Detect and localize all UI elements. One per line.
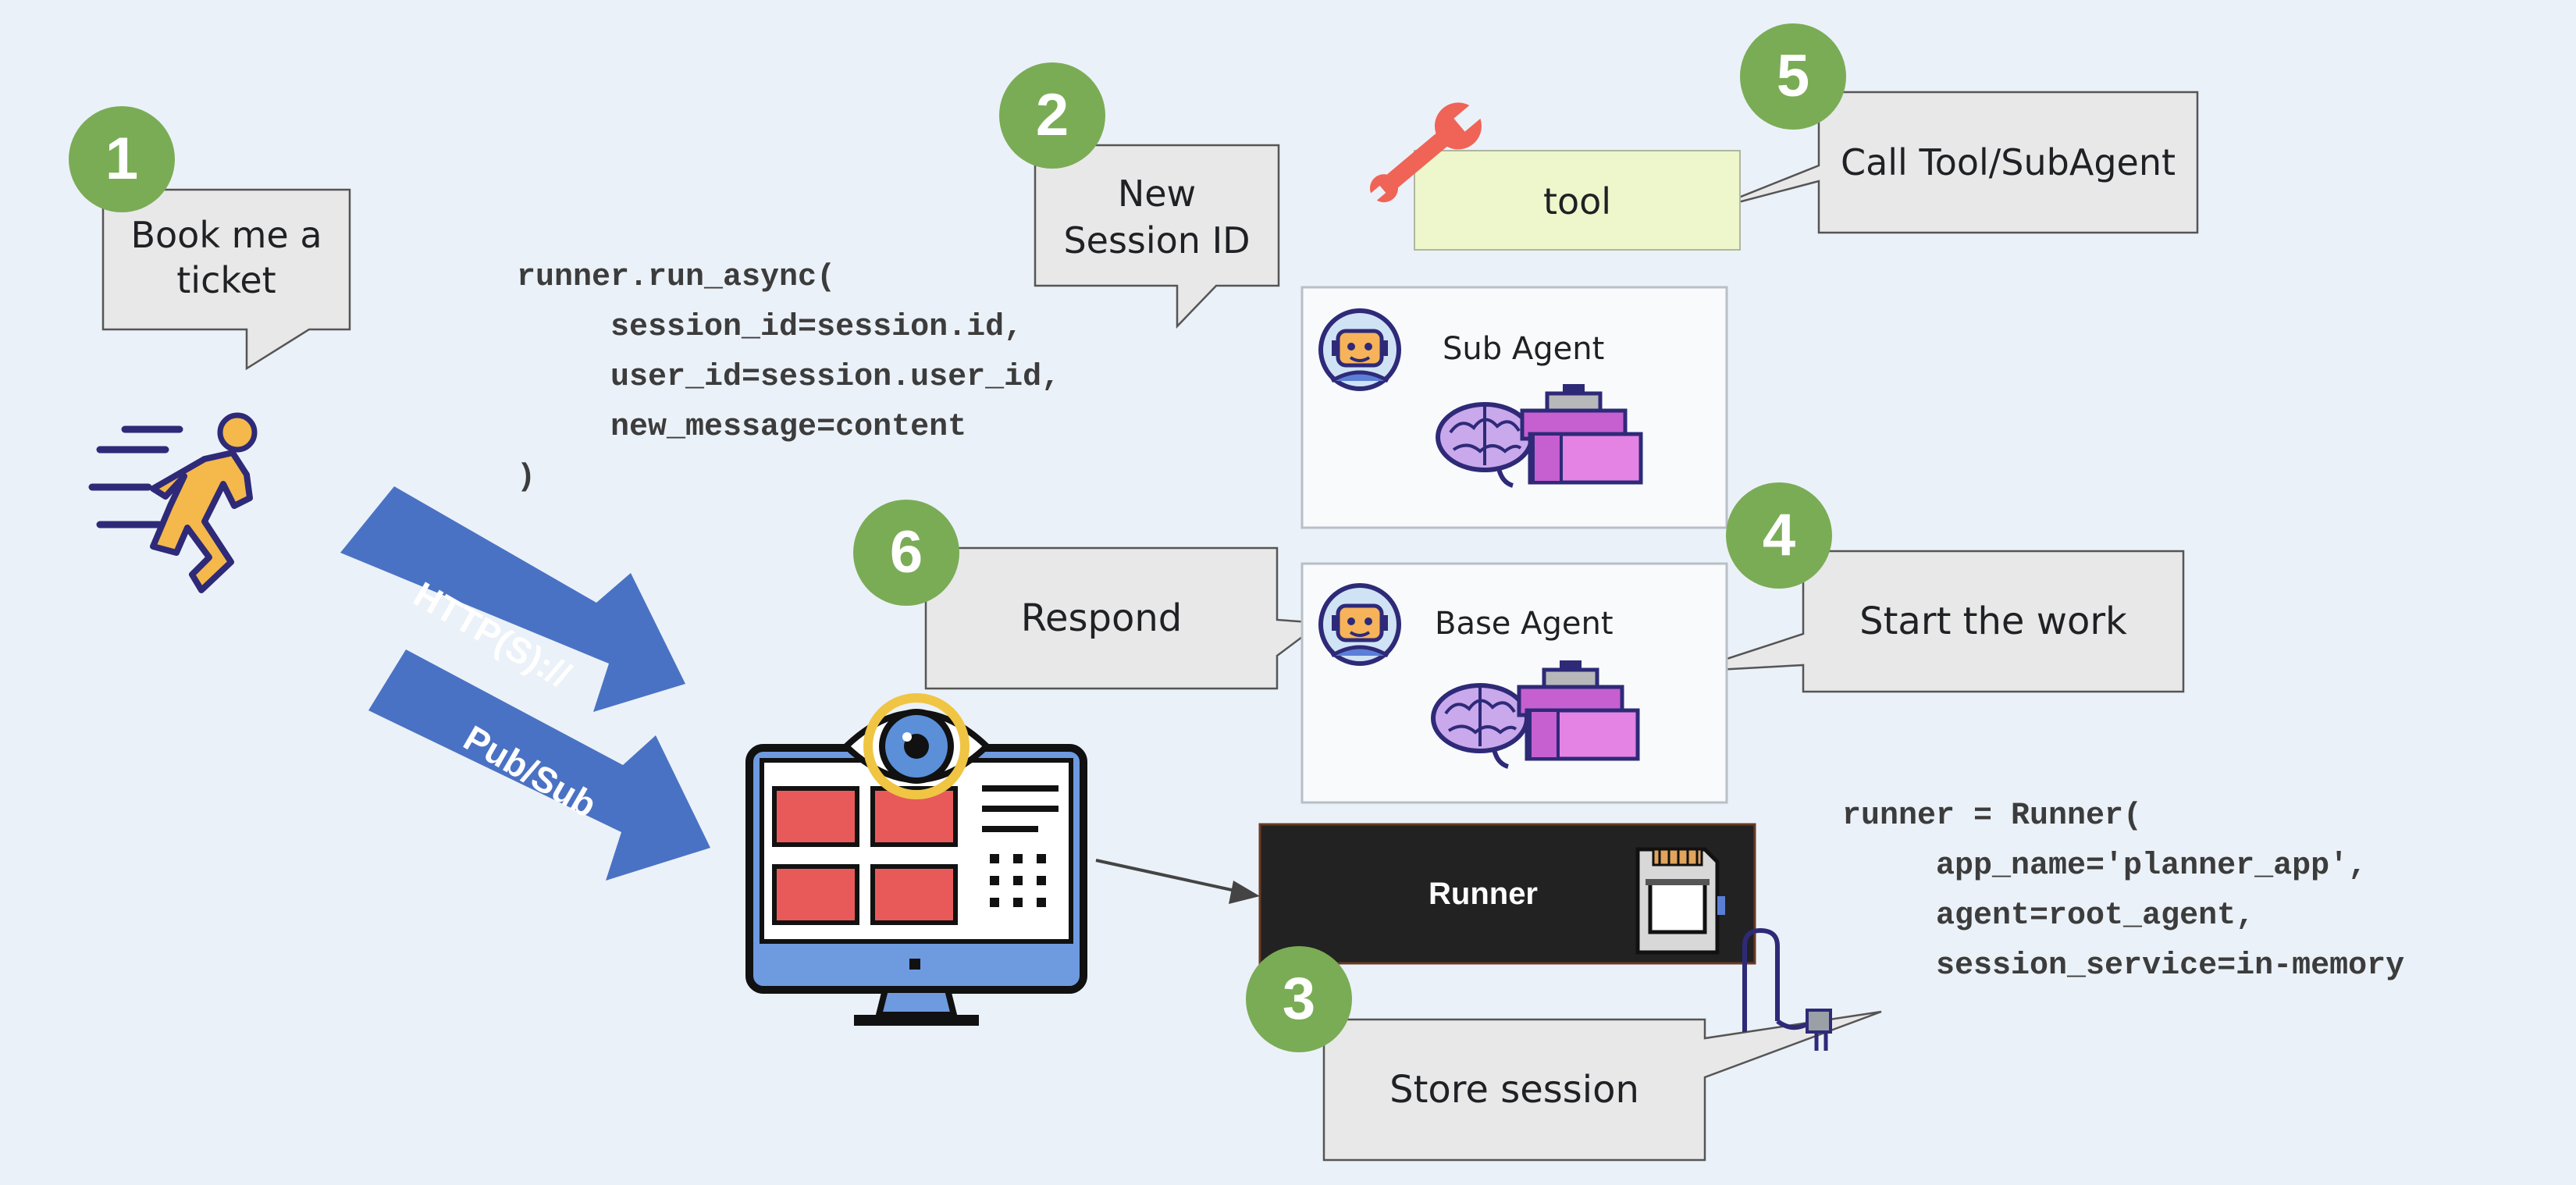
callout-call-tool (1705, 91, 2199, 234)
connector-line (1095, 859, 1247, 895)
step-badge: 2 (999, 62, 1105, 169)
step-badge: 6 (853, 500, 959, 606)
callout-new-session (1034, 144, 1280, 329)
step-badge: 5 (1740, 23, 1846, 130)
callout-respond (924, 546, 1324, 690)
callout-text-call-tool: Call Tool/SubAgent (1840, 141, 2176, 183)
wrench-icon (1364, 101, 1485, 206)
callout-text-book-ticket: Book me a ticket (130, 214, 322, 301)
callout-book-ticket (101, 188, 351, 371)
callout-text-start-work: Start the work (1859, 600, 2127, 643)
sub-agent-label: Sub Agent (1443, 331, 1605, 367)
toolbox-icon (1517, 660, 1640, 761)
pubsub-arrow (368, 649, 710, 881)
robot-icon (1318, 308, 1401, 391)
callout-text-respond: Respond (1020, 596, 1183, 640)
run-async-code: runner.run_async( session_id=session.id,… (517, 260, 1061, 495)
base-agent-card (1300, 562, 1728, 804)
tool-label: tool (1542, 180, 1612, 222)
callout-store-session (1322, 1010, 1882, 1162)
base-agent-label: Base Agent (1435, 606, 1614, 642)
robot-icon (1318, 583, 1401, 666)
http-arrow (340, 486, 685, 712)
running-person-icon (88, 412, 258, 593)
step-badge: 4 (1726, 482, 1832, 589)
monitor-icon (745, 693, 1087, 1026)
callout-start-work (1688, 550, 2185, 693)
connector-arrowhead (1229, 881, 1260, 904)
plug-icon (1742, 927, 1832, 1051)
toolbox-icon (1520, 384, 1643, 485)
step-badge: 3 (1246, 946, 1352, 1052)
sd-card-icon (1635, 847, 1725, 955)
runner-label: Runner (1429, 877, 1538, 911)
step-badge: 1 (69, 106, 175, 212)
tool-box (1414, 150, 1741, 251)
runner-init-code: runner = Runner( app_name='planner_app',… (1842, 799, 2405, 984)
callout-text-store-session: Store session (1389, 1068, 1639, 1112)
callout-text-new-session: New Session ID (1063, 173, 1251, 262)
